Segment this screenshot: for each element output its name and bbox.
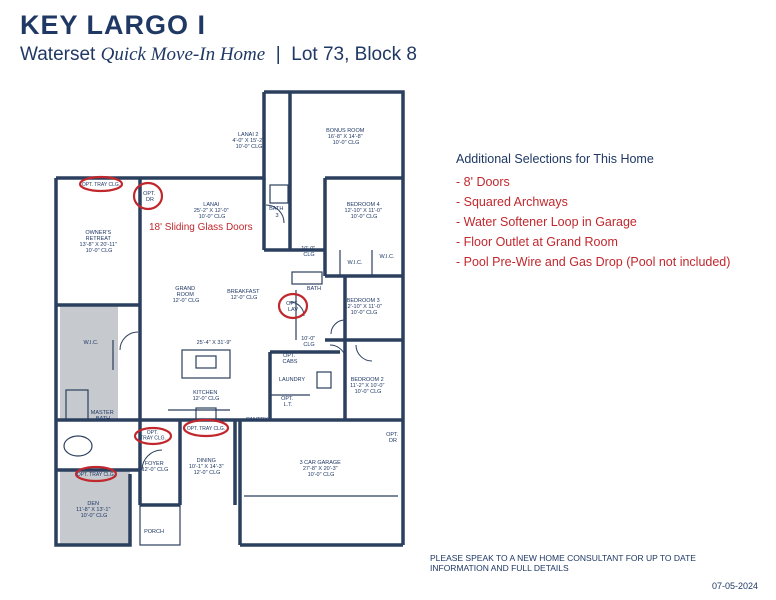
- selections-list: - 8' Doors - Squared Archways - Water So…: [456, 172, 730, 272]
- tray-marker-foyer: [133, 426, 173, 446]
- master-bath-shading: [60, 306, 118, 420]
- selection-item: - Floor Outlet at Grand Room: [456, 235, 618, 249]
- room-garage: 3 CAR GARAGE 27'-8" X 20'-3" 10'-0" CLG: [300, 460, 343, 478]
- selection-item: - 8' Doors: [456, 175, 510, 189]
- opt-door-marker: [132, 181, 164, 211]
- sliding-door-callout: 18' Sliding Glass Doors: [149, 222, 253, 233]
- opt-lav-marker: [277, 292, 309, 320]
- room-master-bath: MASTER BATH: [91, 410, 115, 422]
- room-bedroom-2: BEDROOM 2 11'-2" X 10'-0" 10'-0" CLG: [350, 377, 386, 395]
- hall-2-ceiling: 10'-0" CLG: [301, 336, 317, 348]
- plan-title: KEY LARGO I: [20, 10, 207, 40]
- plan-date: 07-05-2024: [712, 581, 759, 591]
- subtitle-separator: |: [275, 44, 281, 65]
- selection-item: - Water Softener Loop in Garage: [456, 215, 637, 229]
- selection-item: - Squared Archways: [456, 195, 568, 209]
- plan-subtitle: Waterset Quick Move-In Home | Lot 73, Bl…: [20, 44, 417, 66]
- room-grand: GRAND ROOM 12'-0" CLG: [173, 286, 200, 304]
- room-dining: DINING 10'-1" X 14'-3" 12'-0" CLG: [189, 458, 225, 476]
- den-shading: [60, 470, 130, 544]
- tray-label-dining: OPT. TRAY CLG.: [187, 426, 225, 432]
- tray-label-den: OPT. TRAY CLG.: [77, 472, 115, 478]
- room-den: DEN 11'-8" X 13'-1" 10'-0" CLG: [76, 501, 112, 519]
- selection-item: - Pool Pre-Wire and Gas Drop (Pool not i…: [456, 255, 731, 269]
- tray-marker-den: [74, 465, 118, 483]
- lot-label: Lot 73, Block 8: [291, 44, 417, 65]
- plan-fixtures: [63, 184, 398, 546]
- room-kitchen: KITCHEN 12'-0" CLG: [193, 390, 220, 402]
- room-bedroom-4: BEDROOM 4 12'-10" X 11'-0" 10'-0" CLG: [345, 202, 384, 220]
- plan-walls: [54, 90, 405, 547]
- room-porch: PORCH: [144, 529, 164, 535]
- room-bedroom-3: BEDROOM 3 12'-10" X 11'-0" 10'-0" CLG: [345, 298, 384, 316]
- room-pantry: PANTRY: [246, 417, 268, 423]
- tray-marker-owners: [78, 175, 124, 193]
- opt-lt-label: OPT. L.T.: [281, 396, 295, 408]
- room-wic-owners: W.I.C.: [84, 340, 99, 346]
- opt-door-label: OPT. DR: [143, 191, 157, 203]
- room-owners-retreat: OWNER'S RETREAT 13'-8" X 20'-11" 10'-0" …: [80, 230, 119, 254]
- room-wic-bedroom-3: W.I.C.: [380, 254, 395, 260]
- room-lanai: LANAI 25'-2" X 12'-0" 10'-0" CLG: [194, 202, 230, 220]
- room-breakfast: BREAKFAST 12'-0" CLG: [227, 289, 261, 301]
- tray-label-foyer: OPT. TRAY CLG.: [140, 430, 166, 442]
- tray-ceiling-markers: [74, 175, 309, 483]
- selections-heading: Additional Selections for This Home: [456, 152, 654, 166]
- opt-garage-door-label: OPT. DR: [386, 432, 400, 444]
- consultant-notice: PLEASE SPEAK TO A NEW HOME CONSULTANT FO…: [430, 553, 696, 573]
- room-laundry: LAUNDRY: [279, 377, 306, 383]
- community-name: Waterset: [20, 44, 96, 65]
- overall-dimension: 25'-4" X 31'-9": [197, 340, 232, 346]
- home-type: Quick Move-In Home: [100, 44, 266, 65]
- room-foyer: FOYER 12'-0" CLG: [142, 461, 169, 473]
- tray-label-owners: OPT. TRAY CLG.: [82, 182, 120, 188]
- room-bath: BATH: [307, 286, 321, 292]
- tray-marker-dining: [182, 418, 230, 438]
- hall-ceiling: 10'-0" CLG: [301, 246, 317, 258]
- room-bonus: BONUS ROOM 16'-8" X 14'-8" 10'-0" CLG: [326, 128, 366, 146]
- opt-cabs-label: OPT. CABS: [283, 353, 298, 365]
- room-lanai-2: LANAI 2 4'-0" X 15'-2" 10'-0" CLG: [232, 132, 265, 150]
- room-wic-bedroom-4: W.I.C.: [348, 260, 363, 266]
- room-bath-3: BATH 3: [269, 206, 285, 219]
- opt-lav-label: OPT. LAV: [286, 301, 300, 313]
